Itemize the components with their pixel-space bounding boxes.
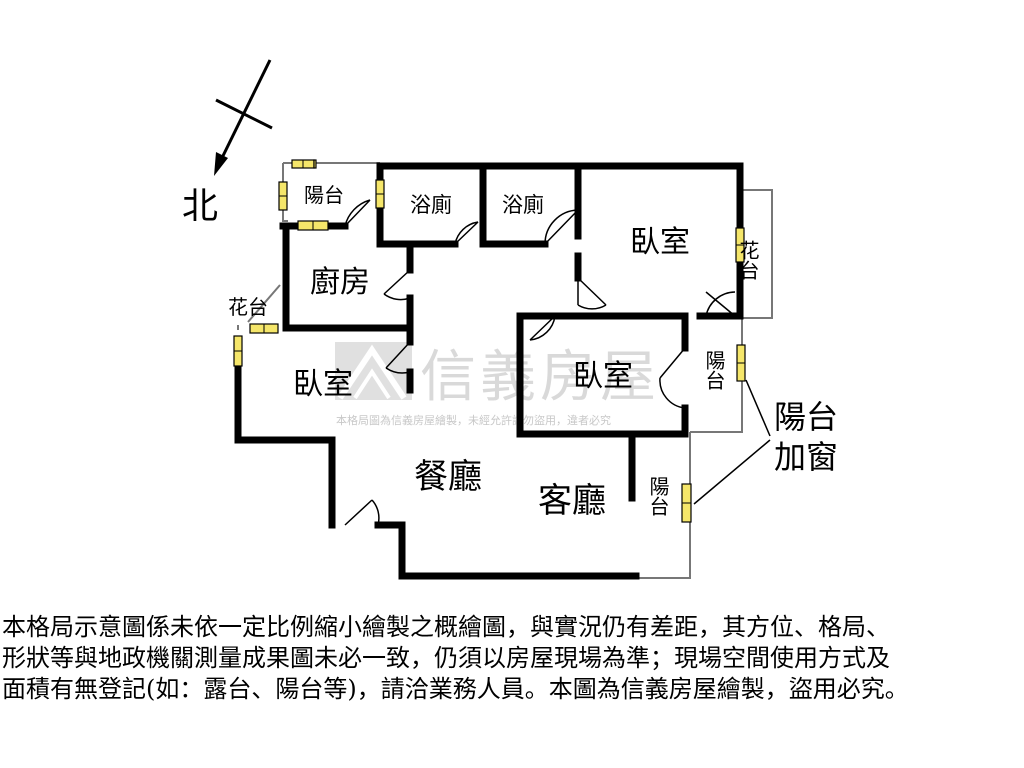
room-label-kitchen: 廚房: [310, 265, 370, 300]
compass-label: 北: [182, 186, 218, 227]
door-bath-2: [544, 209, 579, 245]
watermark-brand: 信義房屋: [420, 345, 660, 410]
room-label-balcony-east: 陽台: [702, 350, 726, 390]
door-bedroom-center-side: [659, 347, 686, 409]
watermark-notice: 本格局圖為信義房屋繪製，未經允許請勿盜用，違者必究: [336, 413, 611, 427]
windows: [233, 159, 746, 523]
annotation-line2: 加窗: [774, 438, 838, 476]
door-kitchen: [383, 269, 411, 301]
door-bath-1: [454, 221, 479, 245]
door-entry: [344, 499, 380, 526]
room-label-bath-1: 浴廁: [410, 193, 452, 217]
window-nw-top: [291, 159, 317, 169]
room-label-bath-2: 浴廁: [502, 193, 544, 217]
svg-text:陽台: 陽台: [702, 350, 726, 390]
door-bedroom-center: [529, 315, 556, 341]
svg-text:陽台: 陽台: [646, 476, 670, 516]
annotation-balcony-window: 陽台 加窗: [693, 379, 838, 505]
room-label-balcony-south: 陽台: [646, 476, 670, 516]
room-label-balcony-nw: 陽台: [304, 183, 344, 207]
svg-text:花台: 花台: [736, 240, 760, 280]
room-label-living: 客廳: [538, 481, 606, 521]
door-balcony-nw: [344, 199, 371, 227]
room-label-planter-west: 花台: [228, 295, 268, 319]
room-labels: 陽台 浴廁 浴廁 臥室 廚房 花台 花台 臥室 臥室 陽台 餐廳 客廳 陽台: [228, 183, 760, 521]
room-label-planter-east: 花台: [736, 240, 760, 280]
watermark-logo-icon: [335, 342, 412, 400]
door-bedroom-ne: [577, 277, 607, 310]
room-label-bedroom-center: 臥室: [573, 359, 633, 394]
room-label-bedroom-ne: 臥室: [630, 225, 690, 260]
watermark: 信義房屋 本格局圖為信義房屋繪製，未經允許請勿盜用，違者必究: [335, 342, 660, 427]
doors: [344, 199, 736, 526]
room-label-bedroom-west: 臥室: [293, 367, 353, 402]
door-balcony-east: [705, 291, 736, 317]
disclaimer-line-2: 形狀等與地政機關測量成果圖未必一致，仍須以房屋現場為準；現場空間使用方式及: [2, 644, 890, 672]
disclaimer-line-3: 面積有無登記(如：露台、陽台等)，請洽業務人員。本圖為信義房屋繪製，盜用必究。: [2, 675, 909, 703]
disclaimer: 本格局示意圖係未依一定比例縮小繪製之概繪圖，與實況仍有差距，其方位、格局、 形狀…: [2, 612, 1022, 705]
walls: [234, 162, 744, 580]
north-arrow-icon: [214, 59, 273, 176]
disclaimer-line-1: 本格局示意圖係未依一定比例縮小繪製之概繪圖，與實況仍有差距，其方位、格局、: [2, 613, 890, 641]
annotation-line1: 陽台: [774, 398, 838, 436]
room-label-dining: 餐廳: [414, 457, 482, 497]
door-bedroom-west: [385, 341, 411, 374]
window-sash-lines: [234, 160, 745, 504]
floor-plan: 信義房屋 本格局圖為信義房屋繪製，未經允許請勿盜用，違者必究 北: [182, 59, 838, 580]
